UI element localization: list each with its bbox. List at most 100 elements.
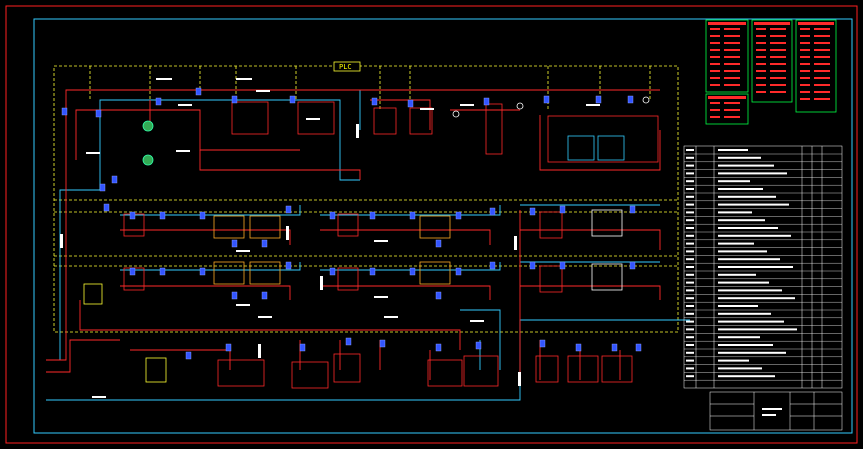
equipment-rect — [591, 209, 623, 237]
legend-text — [770, 91, 786, 93]
table-cell-text — [718, 281, 769, 284]
equipment-rect — [297, 101, 335, 135]
legend-text — [770, 42, 786, 44]
tank-rect — [601, 355, 633, 383]
equipment-rect — [547, 115, 659, 163]
legend-symbol — [756, 84, 766, 86]
legend-text — [724, 77, 740, 79]
legend-text — [724, 63, 740, 65]
table-cell-text — [686, 227, 694, 229]
table-cell-text — [718, 344, 773, 346]
table-cell-text — [686, 359, 694, 362]
legend-box — [795, 19, 837, 113]
legend-symbol — [756, 77, 766, 79]
table-cell-text — [686, 234, 694, 237]
legend-text — [770, 77, 786, 79]
table-cell-text — [718, 211, 752, 214]
legend-text — [724, 109, 740, 111]
table-cell-text — [686, 367, 694, 370]
title-block — [709, 391, 843, 431]
equipment-rect — [373, 107, 397, 135]
table-cell-text — [686, 336, 694, 339]
table-cell-text — [686, 273, 694, 276]
table-cell-text — [718, 351, 786, 354]
legend-text — [814, 56, 830, 58]
legend-symbol — [756, 35, 766, 37]
equipment-rect — [567, 135, 595, 161]
tank-rect — [463, 355, 499, 387]
legend-symbol — [756, 42, 766, 44]
table-cell-text — [718, 320, 784, 323]
legend-text — [770, 35, 786, 37]
valve-icon — [642, 96, 650, 104]
legend-symbol — [710, 49, 720, 51]
legend-symbol — [800, 91, 810, 93]
legend-text — [814, 28, 830, 30]
table-cell-text — [686, 281, 694, 284]
legend-text — [724, 28, 740, 30]
legend-symbol — [800, 42, 810, 44]
pump-icon — [142, 120, 154, 132]
tank-rect — [427, 359, 463, 387]
table-cell-text — [686, 328, 694, 331]
legend-symbol — [710, 84, 720, 86]
table-cell-text — [718, 156, 761, 159]
equipment-rect — [249, 215, 281, 239]
legend-text — [814, 35, 830, 37]
equipment-rect — [231, 101, 269, 135]
bottom-tanks — [83, 283, 633, 389]
pump-icon — [142, 154, 154, 166]
table-cell-text — [718, 312, 771, 315]
legend-entries — [708, 22, 834, 99]
legend-symbol — [800, 56, 810, 58]
table-cell-text — [686, 289, 694, 292]
instrument-tags — [61, 87, 642, 360]
table-cell-text — [686, 351, 694, 354]
table-cell-text — [718, 250, 767, 253]
legend-text — [724, 70, 740, 72]
legend-symbol — [710, 109, 720, 111]
tank-rect — [145, 357, 167, 383]
tank-rect — [83, 283, 103, 305]
table-cell-text — [686, 156, 694, 159]
table-cell-text — [718, 195, 776, 198]
inner-frame — [33, 18, 853, 434]
legend-symbol — [756, 91, 766, 93]
equipment-rect — [597, 135, 625, 161]
table-cell-text — [686, 149, 694, 151]
legend-text — [814, 98, 830, 100]
table-cell-text — [686, 250, 694, 253]
legend-symbol — [710, 28, 720, 30]
legend-symbol — [800, 28, 810, 30]
legend-symbol — [756, 56, 766, 58]
legend-symbol — [756, 28, 766, 30]
legend-symbol — [710, 56, 720, 58]
valve-icon — [452, 110, 460, 118]
legend-text — [724, 102, 740, 104]
legend-symbol — [710, 102, 720, 104]
legend-text — [814, 70, 830, 72]
tank-rect — [535, 355, 559, 383]
table-cell-text — [686, 375, 694, 378]
equipment-rect — [539, 265, 563, 293]
table-rows — [684, 149, 842, 381]
tank-rect — [217, 359, 265, 387]
equipment-rect — [337, 267, 359, 291]
table-cell-text — [718, 367, 762, 370]
plc-controller-box: PLC — [333, 61, 361, 72]
legend-text — [770, 56, 786, 58]
table-cell-text — [686, 172, 694, 175]
legend-box — [705, 93, 749, 125]
legend-text — [770, 70, 786, 72]
table-cell-text — [718, 172, 787, 175]
line-labels — [60, 78, 600, 398]
legend-symbol — [800, 70, 810, 72]
equipment-rect — [337, 213, 359, 237]
legend-symbol — [710, 42, 720, 44]
plc-signal-bus — [53, 65, 679, 333]
legend-text — [724, 49, 740, 51]
legend-symbol — [710, 77, 720, 79]
table-cell-text — [686, 305, 694, 307]
table-cell-text — [686, 266, 694, 268]
